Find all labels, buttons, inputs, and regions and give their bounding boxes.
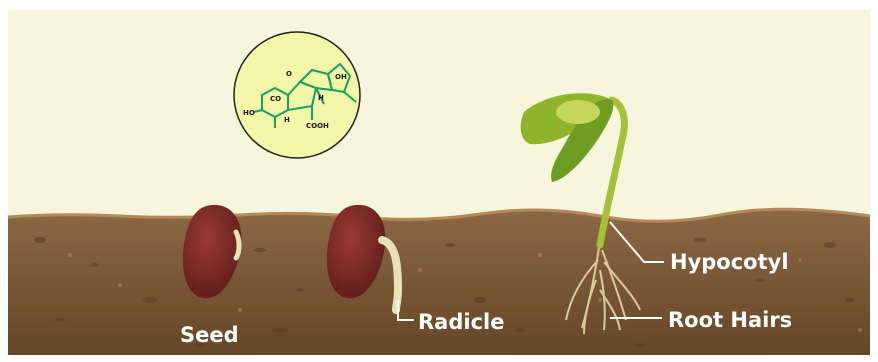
atom-o-top: O bbox=[286, 70, 292, 78]
molecule-circle bbox=[234, 32, 360, 158]
label-seed: Seed bbox=[180, 323, 239, 347]
atom-h-bottom: H bbox=[284, 116, 290, 124]
atom-oh-right: OH bbox=[335, 73, 347, 81]
gibberellin-molecule: O OH CO H HO H COOH bbox=[234, 32, 360, 158]
label-root-hairs: Root Hairs bbox=[668, 308, 792, 332]
atom-cooh: COOH bbox=[306, 122, 329, 130]
atom-h-right: H bbox=[318, 94, 324, 102]
atom-ho-left: HO bbox=[243, 109, 255, 117]
atom-co: CO bbox=[270, 95, 281, 103]
label-radicle: Radicle bbox=[418, 310, 504, 334]
label-hypocotyl: Hypocotyl bbox=[670, 250, 789, 274]
cotyledon-highlight bbox=[556, 100, 600, 124]
